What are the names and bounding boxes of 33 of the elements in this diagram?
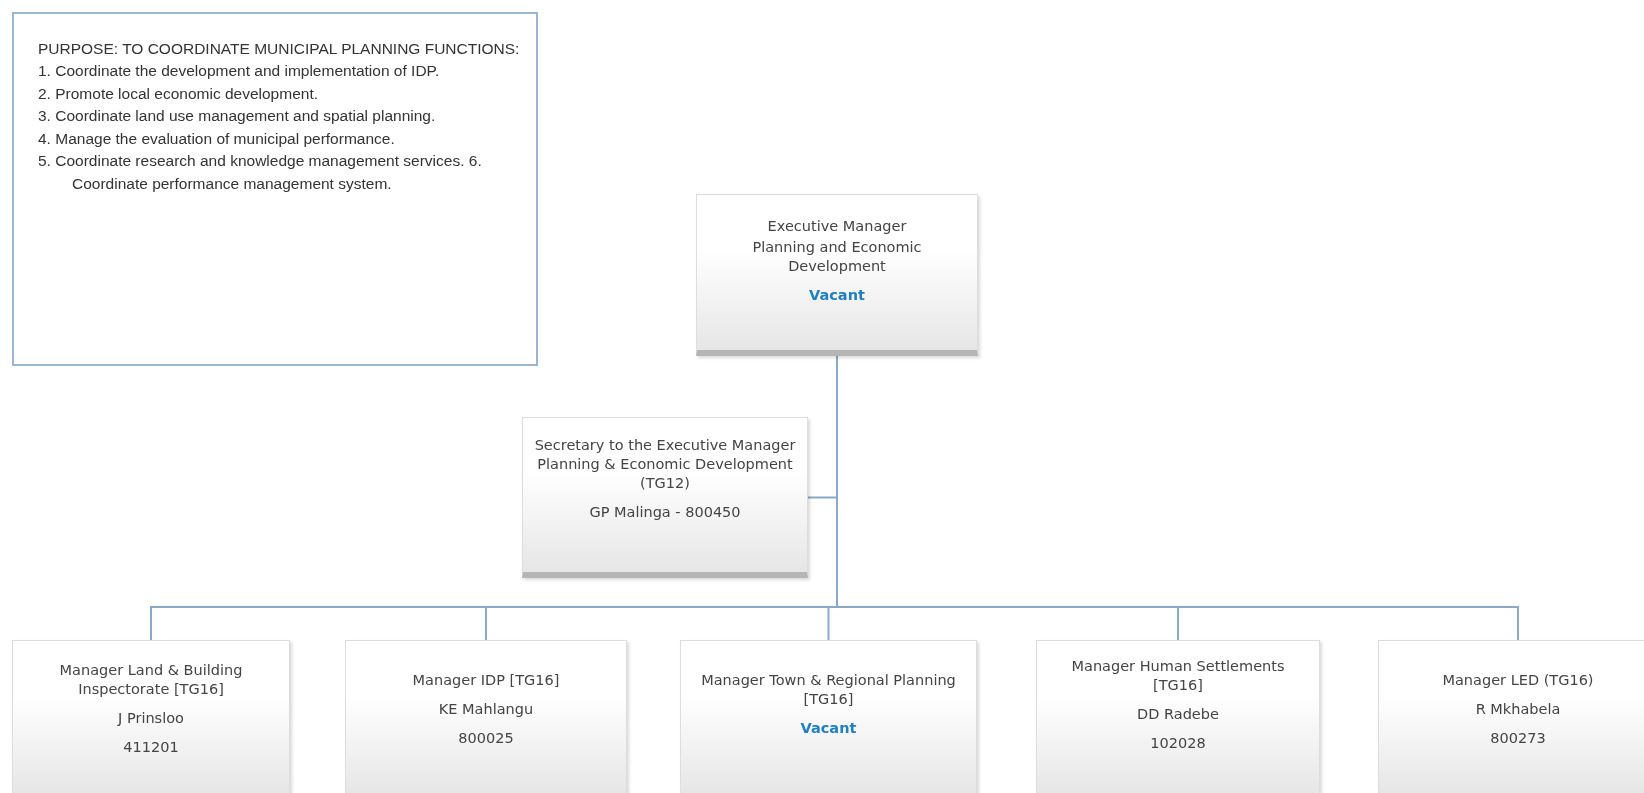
position-title: Manager Land & Building Inspectorate [TG16] <box>58 661 244 699</box>
incumbent-details: 102028 <box>1150 733 1206 753</box>
incumbent-details: KE Mahlangu <box>438 699 534 719</box>
position-box <box>696 194 978 356</box>
incumbent-details: 800025 <box>458 728 514 748</box>
vacancy-status: Vacant <box>809 285 865 305</box>
incumbent-details: 800273 <box>1490 728 1546 748</box>
function-list-item: 3. Coordinate land use management and spatial planning. <box>38 106 437 127</box>
position-title: Manager IDP [TG16] <box>412 671 560 690</box>
incumbent-details: DD Radebe <box>1137 704 1219 724</box>
position-title: Secretary to the Executive Manager Planning & Economic Development (TG12) <box>533 436 797 493</box>
incumbent-details: R Mkhabela <box>1475 699 1561 719</box>
incumbent-details: Planning and Economic Development <box>751 237 923 276</box>
position-box <box>522 417 808 578</box>
position-title: Executive Manager <box>767 217 907 236</box>
position-box <box>12 640 290 793</box>
position-title: Manager Town & Regional Planning [TG16] <box>700 671 957 709</box>
position-title: Manager LED (TG16) <box>1442 671 1594 690</box>
position-box <box>1036 640 1320 793</box>
position-box <box>1378 640 1644 793</box>
position-title: Manager Human Settlements [TG16] <box>1070 657 1286 695</box>
position-box <box>680 640 977 793</box>
function-list-item: 2. Promote local economic development. <box>38 83 319 104</box>
incumbent-details: 411201 <box>123 737 179 757</box>
incumbent-details: GP Malinga - 800450 <box>589 502 741 522</box>
function-list-item: 1. Coordinate the development and implementation of IDP. <box>38 61 441 82</box>
function-list-item: 5. Coordinate research and knowledge management services. 6. Coordinate performance management system. <box>38 151 483 194</box>
function-list-item: 4. Manage the evaluation of municipal performance. <box>38 128 396 149</box>
purpose-text-box <box>12 12 538 366</box>
vacancy-status: Vacant <box>800 718 857 738</box>
position-box <box>345 640 627 793</box>
purpose-heading: PURPOSE: TO COORDINATE MUNICIPAL PLANNING FUNCTIONS: <box>38 39 521 59</box>
incumbent-details: J Prinsloo <box>118 708 184 728</box>
